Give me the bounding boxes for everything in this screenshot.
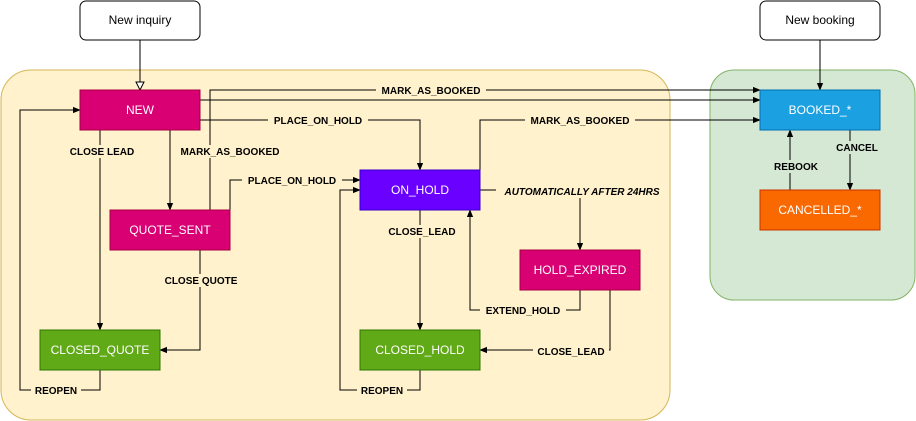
state-booked: BOOKED_*	[759, 89, 881, 131]
edge-expired-closedhold	[479, 290, 611, 354]
label-extend-hold: EXTEND_HOLD	[486, 306, 560, 317]
state-quote-sent-label: QUOTE_SENT	[129, 223, 211, 237]
state-closed-hold: CLOSED_HOLD	[359, 329, 481, 371]
start-node-new-booking-label: New booking	[785, 13, 854, 27]
label-reopen-hold: REOPEN	[361, 386, 403, 397]
state-booked-label: BOOKED_*	[789, 103, 852, 117]
start-node-new-inquiry: New inquiry	[79, 0, 201, 41]
edge-onhold-booked	[479, 116, 761, 180]
label-close-quote: CLOSE QUOTE	[165, 276, 238, 287]
state-new: NEW	[79, 89, 201, 131]
state-on-hold-label: ON_HOLD	[391, 183, 449, 197]
edge-labels: MARK_AS_BOOKED PLACE_ON_HOLD MARK_AS_BOO…	[31, 84, 884, 397]
label-close-lead-expired: CLOSE_LEAD	[537, 347, 604, 358]
label-close-lead-hold: CLOSE_LEAD	[388, 227, 455, 238]
label-cancel: CANCEL	[836, 143, 878, 154]
label-mark-as-booked-1: MARK_AS_BOOKED	[382, 86, 481, 97]
label-reopen-quote: REOPEN	[35, 386, 77, 397]
label-rebook: REBOOK	[774, 162, 819, 173]
label-place-on-hold-2: PLACE_ON_HOLD	[248, 176, 336, 187]
state-closed-quote-label: CLOSED_QUOTE	[51, 343, 150, 357]
state-hold-expired-label: HOLD_EXPIRED	[534, 263, 627, 277]
state-closed-quote: CLOSED_QUOTE	[39, 329, 161, 371]
state-quote-sent: QUOTE_SENT	[109, 209, 231, 251]
state-cancelled: CANCELLED_*	[759, 189, 881, 231]
state-closed-hold-label: CLOSED_HOLD	[375, 343, 465, 357]
state-hold-expired: HOLD_EXPIRED	[519, 249, 641, 291]
label-place-on-hold-1: PLACE_ON_HOLD	[274, 116, 362, 127]
inquiry-group	[0, 69, 671, 421]
label-close-lead-new: CLOSE LEAD	[70, 147, 134, 158]
label-mark-as-booked-2: MARK_AS_BOOKED	[531, 116, 630, 127]
start-node-new-inquiry-label: New inquiry	[109, 13, 172, 27]
edge-closedquote-new	[19, 106, 101, 391]
edge-closedhold-onhold	[339, 186, 421, 391]
start-node-new-booking: New booking	[759, 0, 881, 41]
label-automatically-after-24hrs: AUTOMATICALLY AFTER 24HRS	[503, 187, 659, 198]
state-on-hold: ON_HOLD	[359, 169, 481, 211]
state-cancelled-label: CANCELLED_*	[778, 203, 862, 217]
state-new-label: NEW	[126, 103, 155, 117]
label-mark-as-booked-3: MARK_AS_BOOKED	[181, 147, 280, 158]
